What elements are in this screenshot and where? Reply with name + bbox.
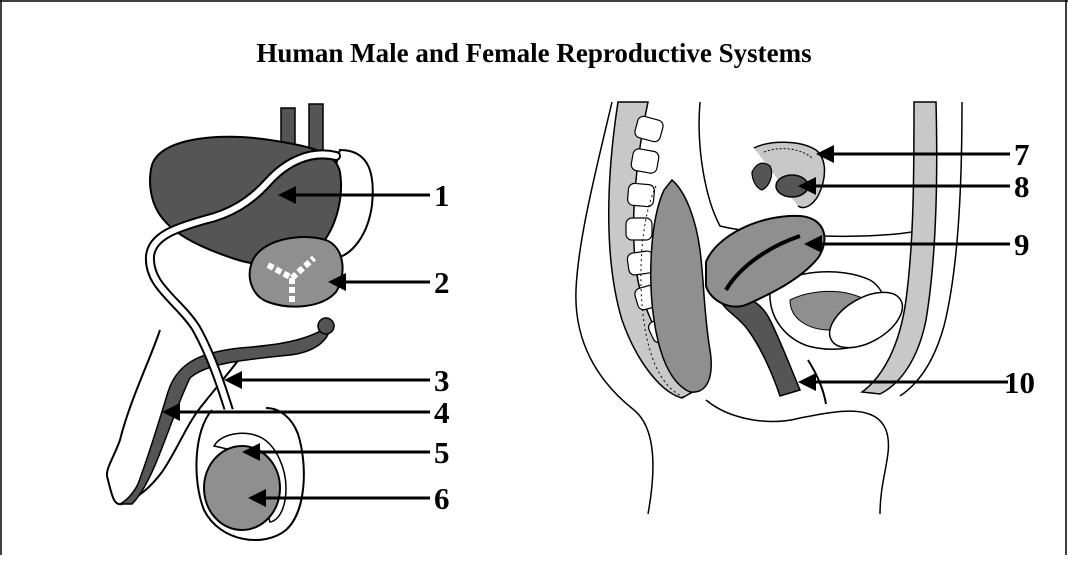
abdominal-wall	[862, 102, 937, 394]
label-2: 2	[434, 265, 450, 300]
label-9: 9	[1014, 227, 1030, 262]
male-illustration: 1 2 3 4 5 6	[107, 104, 450, 540]
fimbriae	[752, 163, 772, 190]
female-illustration: 7 8 9 10	[576, 102, 1035, 514]
prostate	[250, 237, 343, 307]
label-3: 3	[434, 363, 450, 398]
label-4: 4	[434, 395, 450, 430]
label-10: 10	[1004, 365, 1035, 400]
body-outline-front	[706, 400, 888, 514]
label-1: 1	[434, 178, 450, 213]
label-5: 5	[434, 435, 450, 470]
arrowhead-10	[798, 373, 816, 391]
bulbourethral-gland	[318, 318, 334, 334]
label-6: 6	[434, 481, 450, 516]
label-7: 7	[1014, 137, 1030, 172]
testis	[204, 446, 280, 530]
label-8: 8	[1014, 169, 1030, 204]
